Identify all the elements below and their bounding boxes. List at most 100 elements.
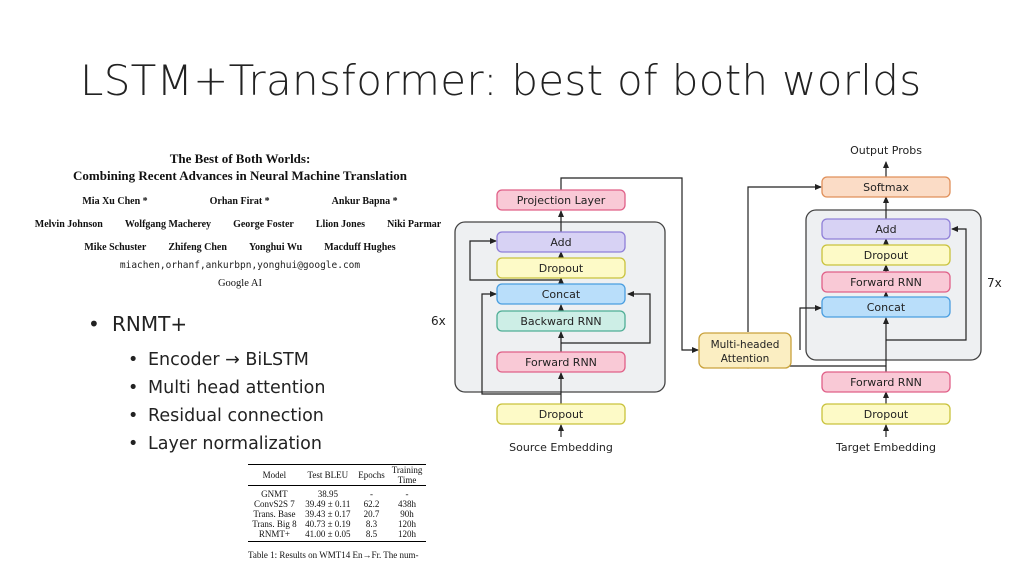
decoder-concat: [821, 296, 951, 318]
cell: GNMT: [261, 489, 288, 499]
encoder-panel: [454, 221, 666, 393]
sub-bullet: Encoder → BiLSTM: [128, 346, 325, 374]
author-list: Mia Xu Chen * Orhan Firat * Ankur Bapna …: [35, 196, 441, 253]
encoder-input-dropout: [496, 403, 626, 425]
author: Yonghui Wu: [248, 242, 303, 253]
table-caption: Table 1: Results on WMT14 En→Fr. The num…: [248, 550, 419, 560]
cell: 20.7: [363, 509, 380, 519]
decoder-dropout-label: Dropout: [864, 249, 909, 262]
attention-label-line-1: Multi-headed: [711, 339, 780, 351]
encoder-add-label: Add: [550, 236, 571, 249]
author: Macduff Hughes: [324, 242, 396, 253]
arrow: [561, 294, 645, 372]
author: Mike Schuster: [84, 242, 147, 253]
arrow: [747, 184, 822, 332]
arrow: [745, 362, 886, 369]
encoder-backward-rnn-label: Backward RNN: [520, 315, 601, 328]
cell: -: [369, 489, 373, 499]
encoder-dropout-label: Dropout: [539, 262, 584, 275]
table-row: Trans. Base 39.43 ± 0.17 20.7 90h: [248, 509, 426, 519]
encoder-concat-label: Concat: [542, 288, 581, 301]
encoder-concat: [496, 283, 626, 305]
decoder-forward-rnn-bottom-label: Forward RNN: [850, 376, 922, 389]
encoder-forward-rnn-label: Forward RNN: [525, 356, 597, 369]
bullet-list: RNMT+ Encoder → BiLSTM Multi head attent…: [88, 312, 325, 458]
encoder-forward-rnn: [496, 351, 626, 373]
attention-label-line-2: Attention: [721, 353, 769, 365]
decoder-panel: [805, 209, 982, 361]
author-row-2: Melvin Johnson Wolfgang Macherey George …: [34, 219, 441, 230]
sub-bullet: Multi head attention: [128, 374, 325, 402]
decoder-repeat-label: 7x: [987, 276, 1002, 290]
bullet-main: RNMT+: [88, 312, 325, 336]
target-embedding-label: Target Embedding: [835, 441, 936, 454]
cell: 438h: [398, 499, 417, 509]
decoder-input-dropout-label: Dropout: [864, 408, 909, 421]
cell: 120h: [398, 519, 417, 529]
paper-title: The Best of Both Worlds: Combining Recen…: [40, 150, 440, 184]
decoder-add-label: Add: [875, 223, 896, 236]
author: Zhifeng Chen: [168, 242, 227, 253]
paper-title-line-1: The Best of Both Worlds:: [169, 151, 311, 166]
decoder-softmax-label: Softmax: [863, 181, 909, 194]
cell: 39.49 ± 0.11: [305, 499, 351, 509]
cell: 41.00 ± 0.05: [300, 529, 355, 542]
output-probs-label: Output Probs: [850, 144, 922, 157]
encoder-add: [496, 231, 626, 253]
sub-bullets: Encoder → BiLSTM Multi head attention Re…: [128, 346, 325, 458]
cell: 90h: [400, 509, 414, 519]
author: Llion Jones: [315, 219, 366, 230]
col-header-training: Training: [388, 464, 426, 475]
author-row-3: Mike Schuster Zhifeng Chen Yonghui Wu Ma…: [40, 242, 440, 253]
author: Orhan Firat *: [209, 196, 270, 207]
table-row: RNMT+ 41.00 ± 0.05 8.5 120h: [248, 529, 426, 542]
author: Mia Xu Chen *: [82, 196, 148, 207]
table-row: ConvS2S 7 39.49 ± 0.11 62.2 438h: [248, 499, 426, 509]
encoder-input-dropout-label: Dropout: [539, 408, 584, 421]
cell: 62.2: [363, 499, 380, 509]
source-embedding-label: Source Embedding: [509, 441, 613, 454]
affiliation: Google AI: [217, 278, 263, 289]
col-header-epochs: Epochs: [354, 464, 389, 486]
col-header-time: Time: [388, 475, 426, 486]
author-row-1: Mia Xu Chen * Orhan Firat * Ankur Bapna …: [40, 196, 440, 207]
cell: 8.3: [365, 519, 378, 529]
encoder-projection-label: Projection Layer: [517, 194, 606, 207]
decoder-forward-rnn-bottom: [821, 371, 951, 393]
encoder-projection-layer: [496, 189, 626, 211]
slide-title: LSTM+Transformer: best of both worlds: [80, 56, 922, 105]
cell: Trans. Base: [253, 509, 296, 519]
results-table: Model Test BLEU Epochs Training Time GNM…: [248, 464, 426, 560]
cell: -: [405, 489, 409, 499]
cell: ConvS2S 7: [254, 499, 295, 509]
decoder-concat-label: Concat: [867, 301, 906, 314]
paper-title-line-2: Combining Recent Advances in Neural Mach…: [73, 168, 407, 183]
cell: 39.43 ± 0.17: [305, 509, 351, 519]
decoder-forward-rnn-label: Forward RNN: [850, 276, 922, 289]
sub-bullet: Residual connection: [128, 402, 325, 430]
multi-headed-attention: [698, 332, 792, 369]
cell: 120h: [388, 529, 426, 542]
arrow: [886, 226, 967, 341]
decoder-dropout: [821, 244, 951, 266]
cell: 38.95: [317, 489, 338, 499]
cell: 8.5: [354, 529, 389, 542]
encoder-dropout: [496, 257, 626, 279]
arrow: [560, 177, 699, 353]
decoder-add: [821, 218, 951, 240]
cell: 40.73 ± 0.19: [305, 519, 351, 529]
decoder-forward-rnn: [821, 271, 951, 293]
encoder-repeat-label: 6x: [431, 314, 446, 328]
decoder-input-dropout: [821, 403, 951, 425]
encoder-backward-rnn: [496, 310, 626, 332]
author-emails: miachen,orhanf,ankurbpn,yonghui@google.c…: [119, 260, 361, 271]
sub-bullet: Layer normalization: [128, 430, 325, 458]
arrow: [799, 305, 822, 350]
cell: Trans. Big 8: [252, 519, 297, 529]
table-row: GNMT 38.95 - -: [248, 486, 426, 500]
table-row: Trans. Big 8 40.73 ± 0.19 8.3 120h: [248, 519, 426, 529]
author: Melvin Johnson: [34, 219, 103, 230]
decoder-softmax: [821, 176, 951, 198]
arrow: [481, 291, 561, 395]
author: George Foster: [233, 219, 294, 230]
